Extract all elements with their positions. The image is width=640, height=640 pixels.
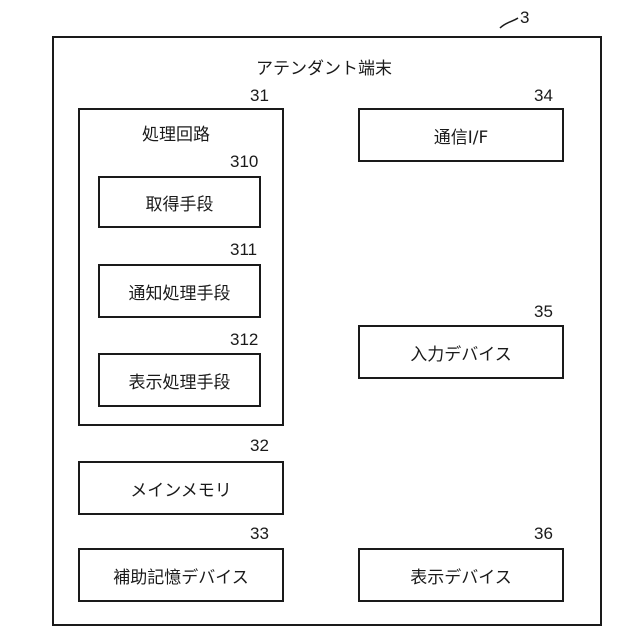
input-device-label: 入力デバイス	[410, 340, 512, 365]
input-device-ref: 35	[534, 302, 553, 322]
main-memory-label: メインメモリ	[130, 476, 232, 501]
display-device-box: 表示デバイス	[358, 548, 564, 602]
input-device-box: 入力デバイス	[358, 325, 564, 379]
notification-unit-label: 通知処理手段	[129, 279, 231, 304]
main-memory-ref: 32	[250, 436, 269, 456]
main-memory-box: メインメモリ	[78, 461, 284, 515]
acquisition-unit-ref: 310	[230, 152, 258, 172]
display-processing-unit-ref: 312	[230, 330, 258, 350]
processing-circuit-title: 処理回路	[142, 120, 210, 145]
notification-unit-box: 通知処理手段	[98, 264, 261, 318]
display-device-ref: 36	[534, 524, 553, 544]
aux-storage-box: 補助記憶デバイス	[78, 548, 284, 602]
terminal-ref: 3	[520, 8, 529, 28]
aux-storage-label: 補助記憶デバイス	[113, 563, 249, 588]
ref-leader-3	[500, 18, 518, 28]
processing-circuit-ref: 31	[250, 86, 269, 106]
comm-if-box: 通信I/F	[358, 108, 564, 162]
display-device-label: 表示デバイス	[410, 563, 512, 588]
display-processing-unit-label: 表示処理手段	[129, 368, 231, 393]
comm-if-ref: 34	[534, 86, 553, 106]
notification-unit-ref: 311	[230, 240, 257, 260]
display-processing-unit-box: 表示処理手段	[98, 353, 261, 407]
comm-if-label: 通信I/F	[434, 123, 489, 148]
acquisition-unit-box: 取得手段	[98, 176, 261, 228]
acquisition-unit-label: 取得手段	[146, 190, 214, 215]
aux-storage-ref: 33	[250, 524, 269, 544]
terminal-title: アテンダント端末	[256, 54, 392, 79]
